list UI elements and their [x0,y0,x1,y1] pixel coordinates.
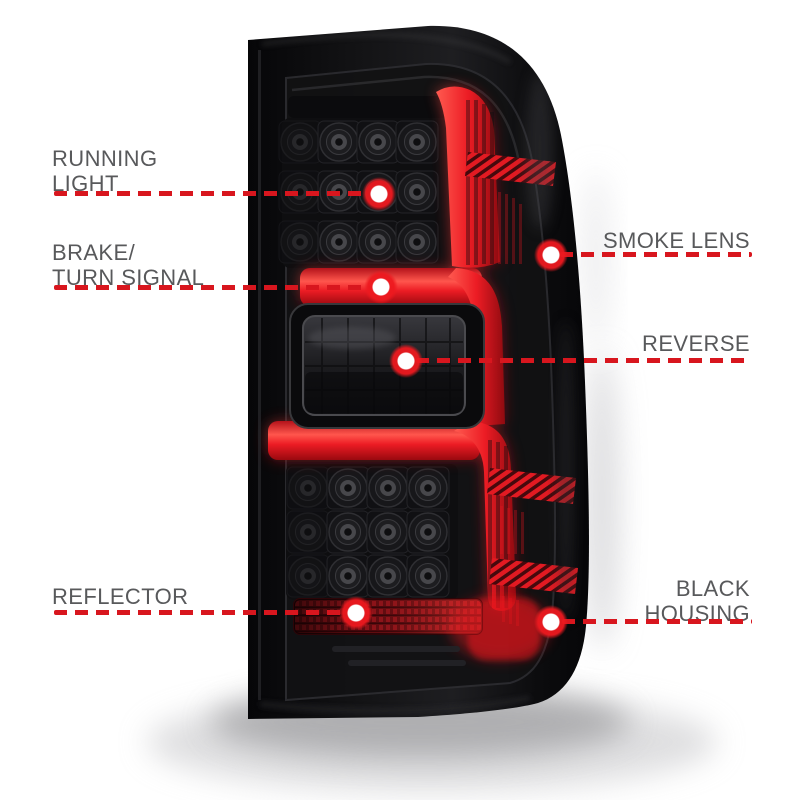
callout-line-smoke-lens [560,252,752,257]
callout-dot-smoke-lens [534,238,568,272]
callout-line-black-housing [562,619,752,624]
callout-dot-brake-turn-signal [364,270,398,304]
callout-dot-running-light [362,177,396,211]
callout-label-running-light: RUNNING LIGHT [52,146,158,196]
reverse-lens [289,303,485,429]
callout-line-reflector [54,610,348,615]
lower-led-array [286,466,450,598]
running-light-led-array [278,120,439,264]
callout-dot-reflector [339,596,373,630]
callout-label-reverse: REVERSE [642,331,750,356]
callout-line-brake-turn-signal [54,285,370,290]
molded-markings [332,646,466,666]
callout-label-reflector: REFLECTOR [52,584,189,609]
callout-line-reverse [416,358,752,363]
callout-label-brake-turn-signal: BRAKE/ TURN SIGNAL [52,240,205,290]
callout-dot-reverse [389,344,423,378]
callout-line-running-light [54,191,368,196]
callout-label-smoke-lens: SMOKE LENS [602,228,750,253]
callout-dot-black-housing [534,605,568,639]
